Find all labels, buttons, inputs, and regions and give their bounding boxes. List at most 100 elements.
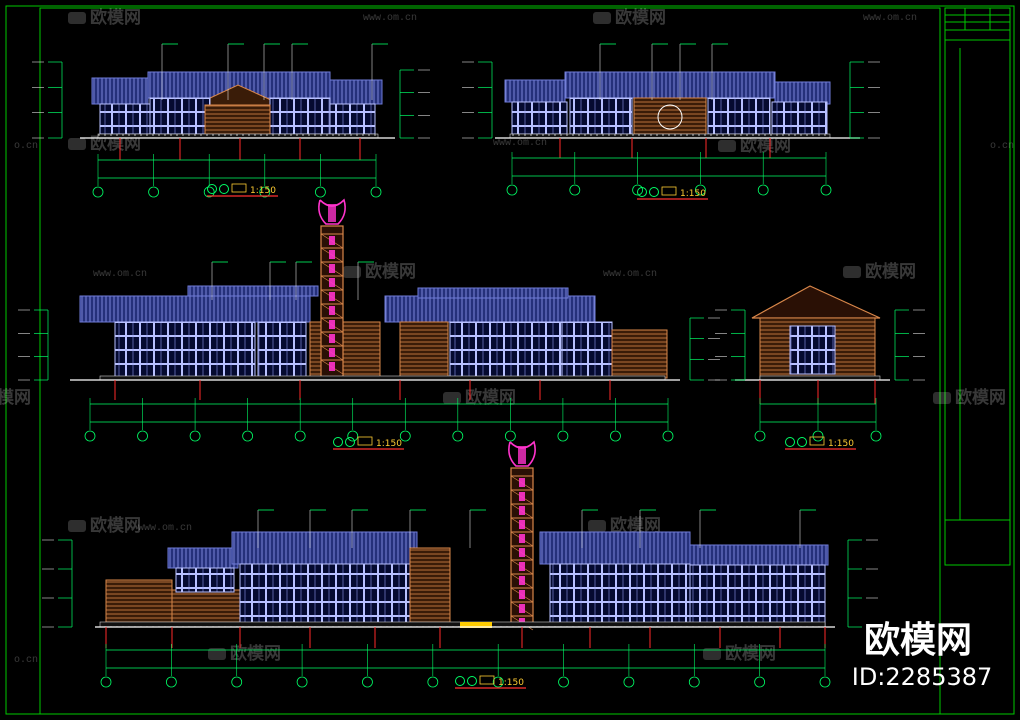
watermark-brand-text: 欧模网 — [865, 261, 916, 282]
title-axis-bubble — [219, 184, 229, 194]
title-name-placeholder — [357, 436, 373, 446]
grid-axis-bubble — [399, 430, 411, 442]
window-wall — [561, 321, 613, 379]
grid-axis-bubble — [362, 676, 373, 688]
watermark-url-text: o.cn — [990, 141, 1014, 152]
grid-axis-bubble — [100, 676, 112, 688]
building-elevations-layer — [18, 43, 925, 688]
sofa-icon — [208, 648, 226, 660]
watermark-url-text: o.cn — [14, 655, 38, 666]
logo-id-text: ID:2285387 — [852, 663, 993, 691]
timber-panel — [171, 589, 243, 627]
watermark-brand: 欧模网 — [593, 7, 666, 28]
title-axis-bubble — [785, 437, 795, 447]
watermark-brand-text: 欧模网 — [725, 643, 776, 664]
tower-opening — [519, 534, 525, 543]
window-wall — [257, 321, 307, 379]
elevation-top-right — [462, 43, 880, 196]
watermark-url-text: www.om.cn — [93, 269, 147, 280]
title-axis-bubble — [649, 187, 659, 197]
tower-opening — [519, 492, 525, 501]
watermark-brand-text: 欧模网 — [465, 387, 516, 408]
watermark-layer: 欧模网欧模网欧模网欧模网欧模网欧模网欧模网欧模网欧模网欧模网欧模网欧模网欧模网w… — [0, 7, 1014, 666]
grid-axis-bubble — [259, 186, 271, 198]
watermark-url-text: www.om.cn — [603, 269, 657, 280]
watermark-brand-text: 欧模网 — [230, 643, 281, 664]
watermark-url-text: www.om.cn — [493, 138, 547, 149]
roof-band — [689, 544, 829, 566]
watermark-url-text: o.cn — [14, 141, 38, 152]
title-name-placeholder — [479, 675, 495, 685]
window-wall — [149, 97, 211, 135]
title-axis-bubble — [467, 676, 477, 686]
roof-band — [231, 531, 418, 565]
grid-axis-bubble — [137, 430, 148, 442]
roof-band — [417, 287, 569, 299]
timber-panel — [409, 547, 451, 627]
watermark-brand: 欧模网 — [0, 387, 31, 408]
watermark-brand: 欧模网 — [718, 135, 791, 156]
grid-axis-bubble — [557, 430, 569, 442]
entry-marker — [460, 622, 492, 628]
grid-axis-bubble — [203, 186, 215, 198]
elevation-title: 1:150 — [785, 436, 856, 450]
sofa-icon — [343, 266, 361, 278]
title-axis-bubble — [637, 187, 647, 197]
grid-axis-bubble — [757, 184, 769, 196]
grid-axis-bubble — [610, 430, 621, 442]
title-axis-bubble — [345, 437, 355, 447]
grid-axis-bubble — [492, 676, 504, 688]
tower-opening — [329, 320, 335, 329]
roof-band — [187, 285, 319, 297]
grid-axis-bubble — [820, 184, 832, 196]
watermark-brand: 欧模网 — [68, 515, 141, 536]
timber-panel — [399, 321, 449, 379]
tower-opening — [329, 250, 335, 259]
grid-axis-bubble — [148, 186, 160, 198]
title-name-placeholder — [809, 436, 825, 446]
title-name-placeholder — [661, 186, 677, 196]
window-wall — [329, 103, 376, 135]
title-name-placeholder — [231, 183, 247, 193]
bell-tower — [508, 440, 536, 631]
logo-brand-text: 欧模网 — [864, 620, 972, 661]
elevation-title: 1:150 — [455, 675, 526, 689]
grid-axis-bubble — [165, 676, 177, 688]
watermark-url-text: www.om.cn — [363, 13, 417, 24]
grid-axis-bubble — [452, 430, 464, 442]
watermark-brand-text: 欧模网 — [0, 387, 31, 408]
grid-axis-bubble — [427, 676, 439, 688]
roof-band — [774, 81, 831, 105]
elevation-title: 1:150 — [333, 436, 404, 450]
grid-axis-bubble — [506, 184, 518, 196]
sofa-icon — [68, 520, 86, 532]
side-gable — [751, 285, 881, 319]
title-block — [944, 7, 1011, 566]
window-wall — [789, 325, 836, 375]
tower-opening — [519, 576, 525, 585]
sofa-icon — [718, 140, 736, 152]
sofa-icon — [933, 392, 951, 404]
roof-band — [79, 295, 311, 323]
timber-panel — [105, 579, 173, 627]
watermark-brand-text: 欧模网 — [610, 515, 661, 536]
window-wall — [511, 101, 568, 135]
window-wall — [707, 97, 771, 135]
sofa-icon — [443, 392, 461, 404]
elevation-middle-main — [18, 198, 720, 442]
grid-axis-bubble — [812, 430, 824, 442]
watermark-brand-text: 欧模网 — [365, 261, 416, 282]
grid-axis-bubble — [623, 676, 635, 688]
roof-band — [167, 547, 239, 569]
grid-axis-bubble — [662, 430, 674, 442]
elevation-top-left — [32, 43, 430, 198]
tower-opening — [329, 292, 335, 301]
grid-axis-bubble — [569, 184, 581, 196]
grid-axis-bubble — [296, 676, 308, 688]
watermark-brand-text: 欧模网 — [955, 387, 1006, 408]
roof-band — [564, 71, 776, 99]
elevation-scale-label: 1:150 — [828, 439, 854, 449]
